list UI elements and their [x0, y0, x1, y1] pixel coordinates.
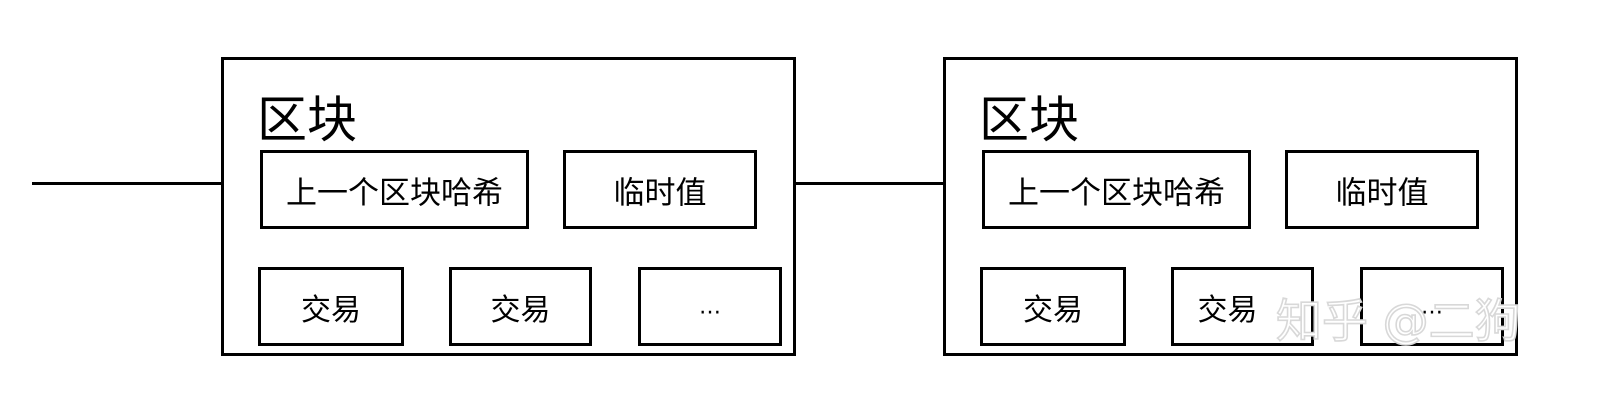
- block-1-transaction-more: …: [638, 267, 782, 346]
- block-1-title: 区块: [257, 91, 357, 149]
- link-arrow-line: [794, 182, 964, 185]
- block-2-transaction-2: 交易: [1171, 267, 1314, 346]
- block-2-transaction-1-label: 交易: [1023, 292, 1083, 328]
- block-2-nonce-field: 临时值: [1285, 150, 1479, 229]
- block-1-nonce-label: 临时值: [613, 175, 707, 211]
- block-1-transaction-more-label: …: [699, 294, 721, 319]
- block-2-transaction-more-label: …: [1421, 294, 1443, 319]
- block-2-prev-hash-label: 上一个区块哈希: [1008, 175, 1225, 211]
- block-1-prev-hash-label: 上一个区块哈希: [286, 175, 503, 211]
- block-1-transaction-2-label: 交易: [490, 292, 551, 328]
- block-2-title: 区块: [979, 91, 1079, 149]
- block-1-prev-hash-field: 上一个区块哈希: [260, 150, 529, 229]
- incoming-arrow-line: [32, 182, 242, 185]
- block-1-nonce-field: 临时值: [563, 150, 757, 229]
- block-2-transaction-1: 交易: [980, 267, 1126, 346]
- block-2-transaction-2-label: 交易: [1197, 292, 1258, 328]
- block-1-transaction-1-label: 交易: [301, 292, 361, 328]
- block-2-prev-hash-field: 上一个区块哈希: [982, 150, 1251, 229]
- block-1-transaction-2: 交易: [449, 267, 592, 346]
- block-2-transaction-more: …: [1360, 267, 1504, 346]
- zhihu-watermark: 知乎 @二狗: [1275, 294, 1521, 348]
- block-2-nonce-label: 临时值: [1335, 175, 1429, 211]
- block-1-transaction-1: 交易: [258, 267, 404, 346]
